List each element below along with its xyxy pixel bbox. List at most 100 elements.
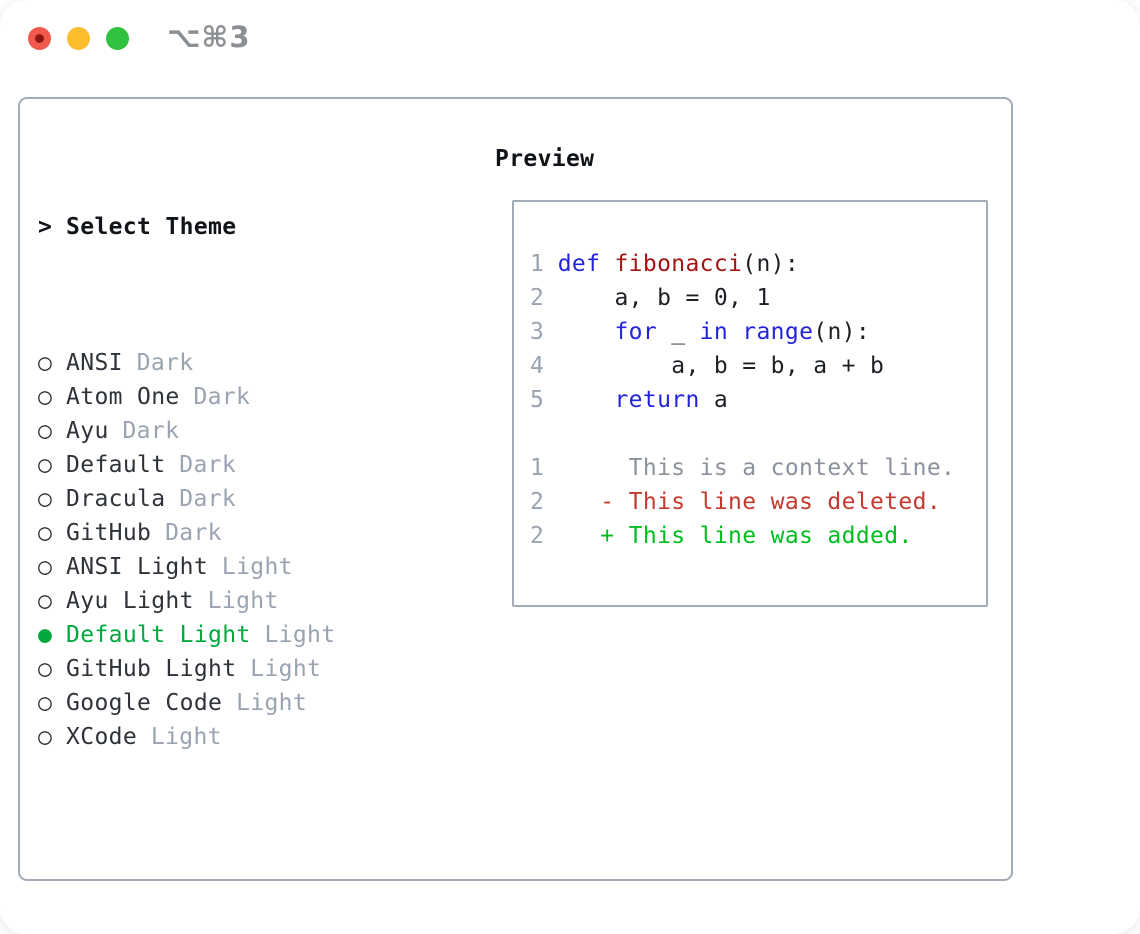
theme-variant-badge: Light xyxy=(250,656,322,682)
line-number: 3 xyxy=(530,319,545,345)
radio-unselected-icon: ○ xyxy=(38,724,53,750)
code-token: a, b = 0, 1 xyxy=(557,285,771,311)
code-token xyxy=(600,251,614,277)
theme-option[interactable]: ○ Default Dark xyxy=(38,448,436,482)
code-token: return xyxy=(614,387,700,413)
theme-option[interactable]: ● Default Light Light xyxy=(38,618,436,652)
theme-variant-badge: Dark xyxy=(136,350,194,376)
theme-variant-badge: Dark xyxy=(165,520,222,546)
diff-text: - This line was deleted. xyxy=(557,489,942,515)
theme-option[interactable]: ○ ANSI Light Light xyxy=(38,550,436,584)
code-token: a xyxy=(699,387,729,413)
theme-name: XCode xyxy=(66,724,138,750)
line-number: 5 xyxy=(530,387,545,413)
radio-unselected-icon: ○ xyxy=(38,520,53,546)
select-theme-label: Select Theme xyxy=(66,214,237,240)
theme-option[interactable]: ○ Atom One Dark xyxy=(38,380,436,414)
theme-option[interactable]: ○ GitHub Light Light xyxy=(38,652,436,686)
code-token: for xyxy=(614,319,658,345)
theme-variant-badge: Dark xyxy=(179,486,237,512)
code-token: def xyxy=(557,251,601,277)
line-number: 1 xyxy=(530,455,545,481)
radio-unselected-icon: ○ xyxy=(38,384,53,410)
code-token xyxy=(558,319,615,345)
code-token: fibonacci xyxy=(614,251,743,277)
code-line: 3 for _ in range(n): xyxy=(530,315,955,349)
diff-text: + This line was added. xyxy=(557,523,913,549)
radio-unselected-icon: ○ xyxy=(38,656,53,682)
theme-option[interactable]: ○ XCode Light xyxy=(38,720,436,754)
theme-variant-badge: Dark xyxy=(122,418,180,444)
radio-unselected-icon: ○ xyxy=(38,452,53,478)
titlebar xyxy=(28,27,129,50)
theme-name: GitHub xyxy=(66,520,152,546)
theme-option[interactable]: ○ Google Code Light xyxy=(38,686,436,720)
code-token: a, b = b, a + b xyxy=(557,353,885,379)
line-number: 1 xyxy=(530,251,545,277)
radio-unselected-icon: ○ xyxy=(38,418,53,444)
theme-name: Default Light xyxy=(66,622,251,648)
theme-name: Atom One xyxy=(66,384,180,410)
theme-name: Ayu Light xyxy=(66,588,194,614)
code-line: 1 def fibonacci(n): xyxy=(530,247,955,281)
code-token xyxy=(728,319,742,345)
diff-text: This is a context line. xyxy=(557,455,956,481)
diff-line: 2 - This line was deleted. xyxy=(530,485,955,519)
code-line: 4 a, b = b, a + b xyxy=(530,349,955,383)
theme-name: Google Code xyxy=(66,690,223,716)
cursor-icon: > xyxy=(38,214,53,240)
theme-name: Ayu xyxy=(66,418,109,444)
select-theme-header: > Select Theme xyxy=(38,210,436,244)
line-number: 2 xyxy=(530,285,545,311)
line-number: 2 xyxy=(530,523,545,549)
theme-variant-badge: Light xyxy=(150,724,222,750)
theme-variant-badge: Light xyxy=(264,622,336,648)
theme-variant-badge: Light xyxy=(236,690,308,716)
preview-header: Preview xyxy=(495,146,595,172)
theme-variant-badge: Dark xyxy=(193,384,251,410)
code-token: in xyxy=(699,319,729,345)
theme-name: ANSI xyxy=(66,350,123,376)
code-token: (n): xyxy=(742,251,800,277)
minimize-button[interactable] xyxy=(67,27,90,50)
theme-name: Default xyxy=(66,452,166,478)
theme-variant-badge: Dark xyxy=(179,452,237,478)
diff-line: 1 This is a context line. xyxy=(530,451,955,485)
theme-option[interactable]: ○ Dracula Dark xyxy=(38,482,436,516)
radio-unselected-icon: ○ xyxy=(38,690,53,716)
theme-option[interactable]: ○ Ayu Dark xyxy=(38,414,436,448)
theme-option[interactable]: ○ GitHub Dark xyxy=(38,516,436,550)
radio-unselected-icon: ○ xyxy=(38,486,53,512)
theme-name: GitHub Light xyxy=(66,656,237,682)
code-token: _ xyxy=(657,319,700,345)
theme-variant-badge: Light xyxy=(207,588,279,614)
zoom-button[interactable] xyxy=(106,27,129,50)
spacer xyxy=(38,856,436,890)
code-line: 2 a, b = 0, 1 xyxy=(530,281,955,315)
theme-option[interactable]: ○ Ayu Light Light xyxy=(38,584,436,618)
close-button[interactable] xyxy=(28,27,51,50)
line-number: 2 xyxy=(530,489,545,515)
radio-unselected-icon: ○ xyxy=(38,350,53,376)
code-token xyxy=(558,387,615,413)
code-token: range xyxy=(742,319,814,345)
modified-dot-icon xyxy=(35,34,44,43)
code-line: 5 return a xyxy=(530,383,955,417)
code-token: (n): xyxy=(813,319,871,345)
radio-unselected-icon: ○ xyxy=(38,554,53,580)
radio-unselected-icon: ○ xyxy=(38,588,53,614)
theme-name: Dracula xyxy=(66,486,166,512)
theme-option[interactable]: ○ ANSI Dark xyxy=(38,346,436,380)
line-number: 4 xyxy=(530,353,545,379)
diff-line: 2 + This line was added. xyxy=(530,519,955,553)
theme-name: ANSI Light xyxy=(66,554,209,580)
window-title: ⌥⌘3 xyxy=(167,20,251,54)
theme-variant-badge: Light xyxy=(221,554,293,580)
radio-selected-icon: ● xyxy=(38,622,53,648)
